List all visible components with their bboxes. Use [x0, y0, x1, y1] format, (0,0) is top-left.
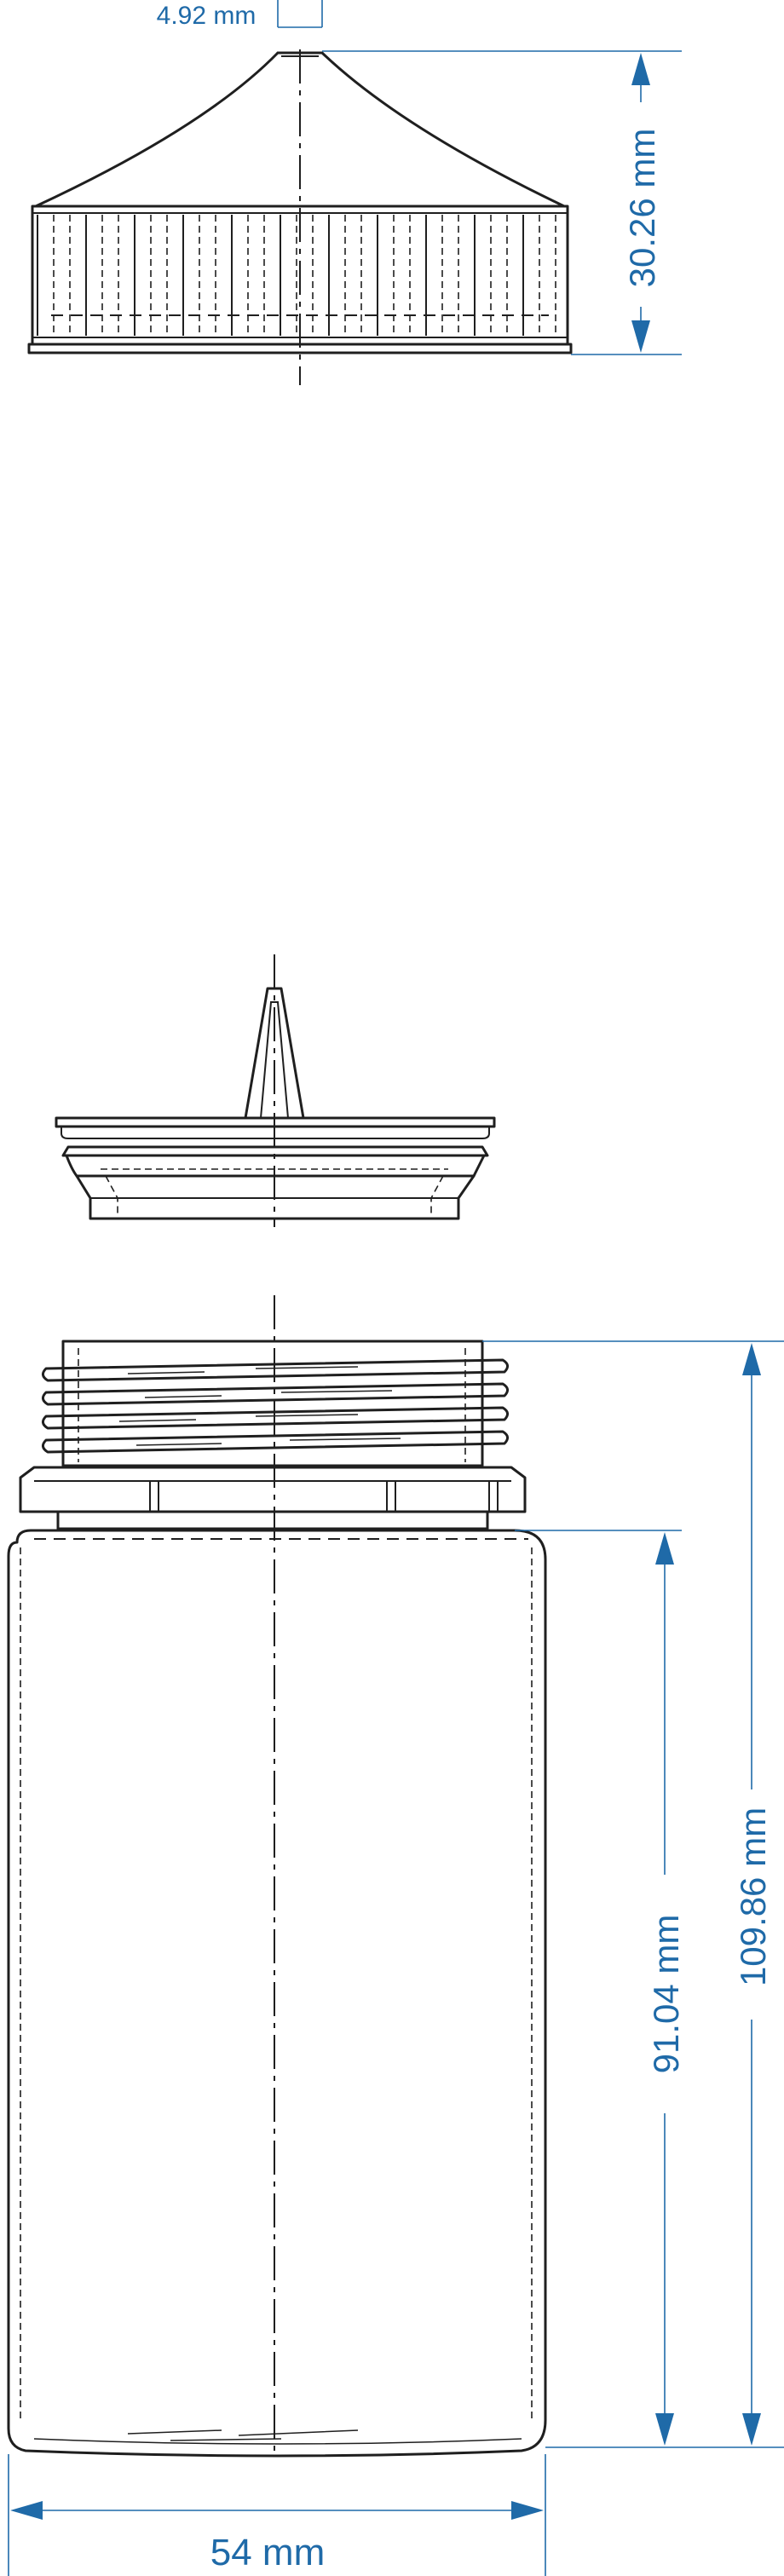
cap-drawing: [27, 49, 573, 385]
dim-body-width-label: 54 mm: [210, 2532, 325, 2573]
dim-cap-height-label: 30.26 mm: [622, 129, 662, 288]
bottle-body: [7, 1529, 547, 2458]
dim-tip-diameter: 4.92 mm: [157, 0, 323, 30]
dim-overall-height: 109.86 mm: [482, 1340, 784, 2448]
cap-knurl-ribs: [37, 215, 556, 336]
dim-cap-height: 30.26 mm: [322, 50, 682, 355]
nozzle-hidden: [105, 1175, 118, 1217]
nozzle-flange-lower: [61, 1127, 490, 1139]
nozzle-plug: [75, 1174, 476, 1220]
bottle-threads: [42, 1358, 509, 1454]
nozzle-flange: [55, 1116, 496, 1128]
dim-body-height-label: 91.04 mm: [646, 1915, 686, 2074]
support-ring-ribs: [149, 1481, 499, 1512]
nozzle-spike: [244, 987, 305, 1120]
body-base-detail: [33, 2429, 522, 2445]
nozzle-seal-ring: [61, 1145, 489, 1157]
dim-tip-diameter-label: 4.92 mm: [157, 2, 257, 30]
bottle-drawing: [7, 1295, 547, 2458]
nozzle-spike-inner: [260, 1001, 289, 1119]
nozzle-hidden: [430, 1175, 444, 1217]
bottle-shoulder-collar: [56, 1510, 489, 1530]
nozzle-insert-drawing: [55, 954, 496, 1227]
dim-body-height: 91.04 mm: [515, 1530, 686, 2448]
dim-body-width: 54 mm: [8, 2454, 546, 2576]
bottle-support-ring: [19, 1466, 527, 1513]
dim-overall-height-label: 109.86 mm: [733, 1807, 773, 1986]
